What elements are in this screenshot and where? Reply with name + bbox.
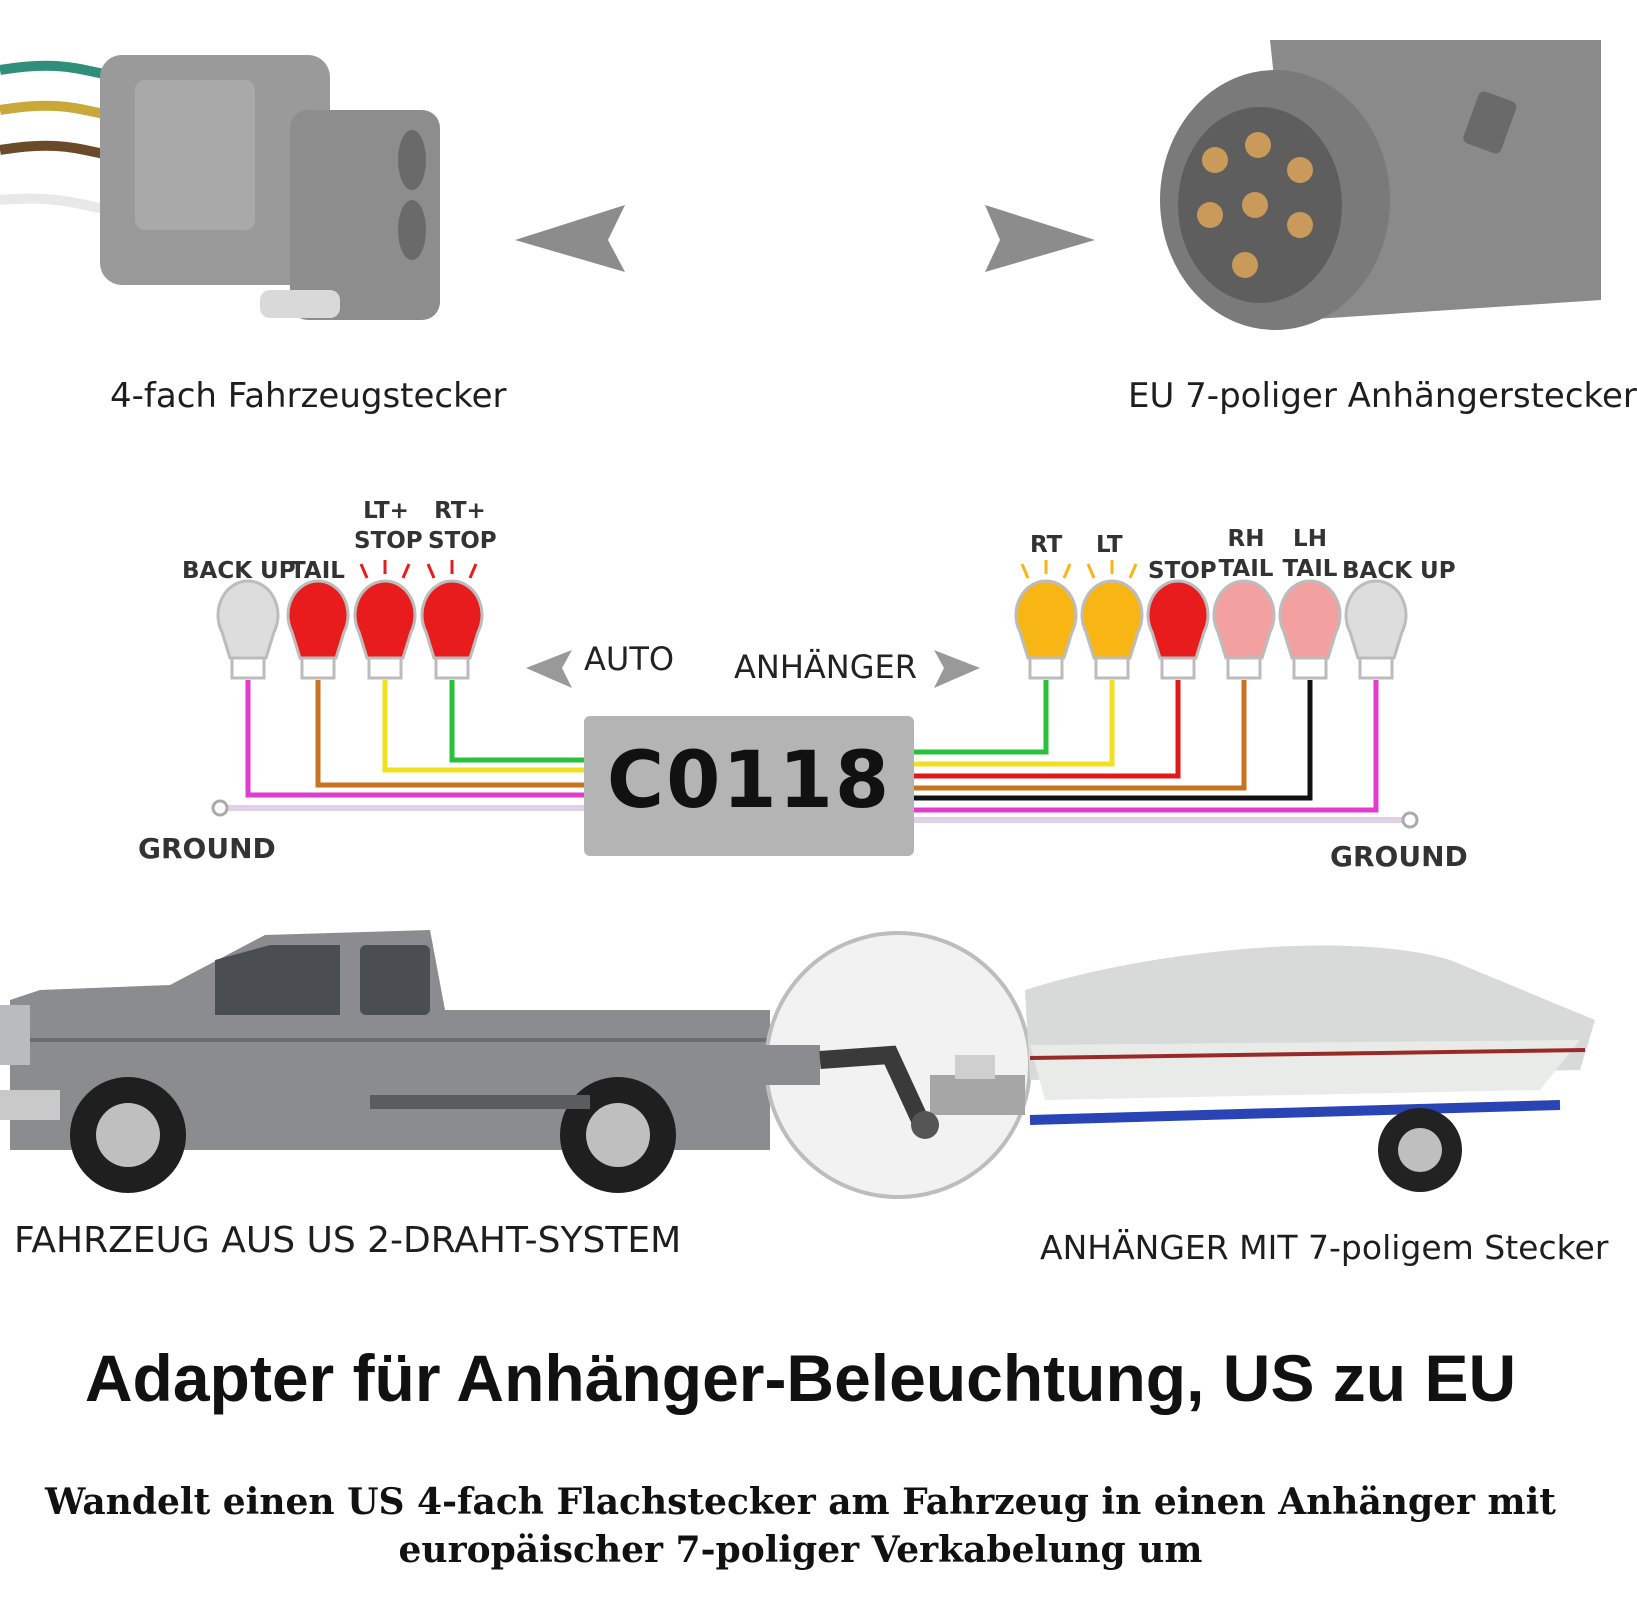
arrow-right-icon: [985, 205, 1095, 272]
wire-right-0: [914, 680, 1049, 755]
bulb-right-1-rays: [1086, 560, 1138, 579]
wire-left-2: [382, 680, 584, 773]
flat-4-way-plug-icon: [0, 55, 440, 320]
lamp-label-lt-line2: STOP: [354, 528, 423, 554]
bulb-right-1-base: [1094, 656, 1130, 680]
eu-7-pin-plug-icon: [1160, 40, 1601, 330]
bulb-right-3-base: [1226, 656, 1262, 680]
wire-left-0: [245, 680, 584, 798]
hitch-detail-circle: [760, 931, 1032, 1199]
lamp-label-back-up-left: BACK UP: [182, 558, 296, 584]
bulb-right-4: [1278, 579, 1342, 660]
bulb-right-2: [1146, 579, 1210, 660]
adapter-module-code: C0118: [606, 736, 892, 826]
wire-right-4: [914, 680, 1313, 801]
bulb-left-0: [216, 579, 280, 660]
subtitle: Wandelt einen US 4-fach Flachstecker am …: [45, 1481, 1556, 1571]
wire-left-3: [449, 680, 584, 763]
bulb-left-3-rays: [426, 560, 478, 579]
lamp-label-lh-tail: LH TAIL: [1280, 524, 1340, 584]
bulb-right-4-base: [1292, 656, 1328, 680]
wire-right-2: [914, 680, 1181, 779]
arrow-trailer-icon: [934, 650, 980, 688]
bulb-right-0: [1014, 579, 1078, 660]
bulb-left-3-base: [434, 656, 470, 680]
lamp-label-rt-line2: STOP: [428, 528, 497, 554]
lamp-label-rt-line1: RT+: [434, 498, 486, 524]
bulb-left-1-base: [300, 656, 336, 680]
trailer-connector-label: EU 7-poliger Anhängerstecker: [1128, 376, 1637, 416]
bulb-left-1: [286, 579, 350, 660]
trailer-caption: ANHÄNGER MIT 7-poligem Stecker: [1040, 1228, 1609, 1267]
vehicle-caption: FAHRZEUG AUS US 2-DRAHT-SYSTEM: [14, 1220, 682, 1261]
ground-label-left: GROUND: [138, 832, 276, 865]
lamp-label-back-up-right: BACK UP: [1342, 558, 1456, 584]
bulb-left-2: [353, 579, 417, 660]
arrow-auto-icon: [526, 650, 572, 688]
lamp-label-rh-tail: RH TAIL: [1216, 524, 1276, 584]
lamp-label-lt-line1: LT+: [363, 498, 409, 524]
wire-right-5: [914, 680, 1379, 813]
lamp-label-tail-left: TAIL: [290, 558, 345, 584]
lamp-label-stop: STOP: [1148, 558, 1217, 584]
lamp-label-lt-stop: LT+ STOP: [354, 496, 423, 556]
bulb-left-3: [420, 579, 484, 660]
lamp-label-rh-line1: RH: [1227, 526, 1265, 552]
bulb-left-2-base: [367, 656, 403, 680]
lamp-label-lt: LT: [1096, 532, 1123, 558]
wire-right-3: [914, 680, 1247, 791]
lamp-label-lh-line2: TAIL: [1282, 556, 1338, 582]
bulb-right-0-base: [1028, 656, 1064, 680]
bulb-right-0-rays: [1020, 560, 1072, 579]
bulb-right-2-base: [1160, 656, 1196, 680]
ground-terminal-left: [211, 799, 229, 817]
lamp-label-rt: RT: [1030, 532, 1063, 558]
bulb-right-5-base: [1358, 656, 1394, 680]
adapter-module-box: [584, 716, 914, 856]
bulb-right-1: [1080, 579, 1144, 660]
main-title: Adapter für Anhänger-Beleuchtung, US zu …: [84, 1341, 1517, 1415]
ground-terminal-right: [1401, 811, 1419, 829]
wire-left-1: [315, 680, 584, 788]
bulb-right-3: [1212, 579, 1276, 660]
illustration-canvas: [0, 40, 1601, 1199]
bulb-right-5: [1344, 579, 1408, 660]
ground-label-right: GROUND: [1330, 840, 1468, 873]
wiring-diagram: [211, 560, 1419, 829]
wire-right-1: [914, 680, 1115, 767]
bulb-left-2-rays: [359, 560, 411, 579]
pickup-truck-icon: [0, 930, 770, 1193]
vehicle-connector-label: 4-fach Fahrzeugstecker: [110, 376, 507, 416]
lamp-label-rt-stop: RT+ STOP: [428, 496, 497, 556]
direction-auto-label: AUTO: [584, 640, 675, 678]
lamp-label-rh-line2: TAIL: [1218, 556, 1274, 582]
arrow-left-icon: [515, 205, 625, 272]
direction-trailer-label: ANHÄNGER: [734, 648, 917, 686]
lamp-label-lh-line1: LH: [1293, 526, 1327, 552]
bulb-left-0-base: [230, 656, 266, 680]
boat-trailer-icon: [1025, 945, 1595, 1192]
